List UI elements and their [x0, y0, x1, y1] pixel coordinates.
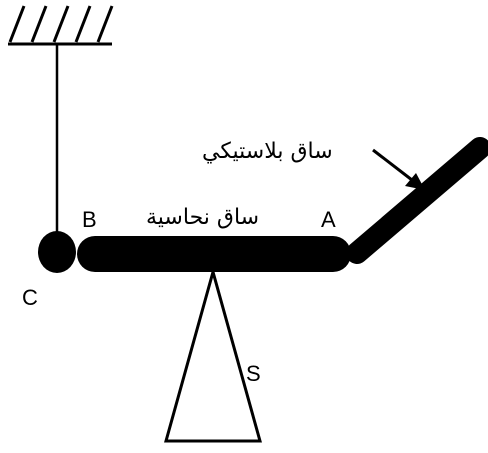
pointer-arrow	[372, 148, 425, 190]
stand	[164, 266, 262, 443]
copper-rod-label: ساق نحاسية	[146, 205, 259, 230]
label-s: S	[246, 361, 261, 386]
plastic-rod-label: ساق بلاستيكي	[202, 139, 333, 164]
plastic-rod	[346, 137, 488, 264]
ceiling-support	[8, 5, 114, 46]
copper-rod	[77, 236, 351, 272]
label-a: A	[321, 207, 336, 232]
ball-c	[38, 231, 76, 273]
label-c: C	[22, 285, 38, 310]
label-b: B	[82, 207, 97, 232]
